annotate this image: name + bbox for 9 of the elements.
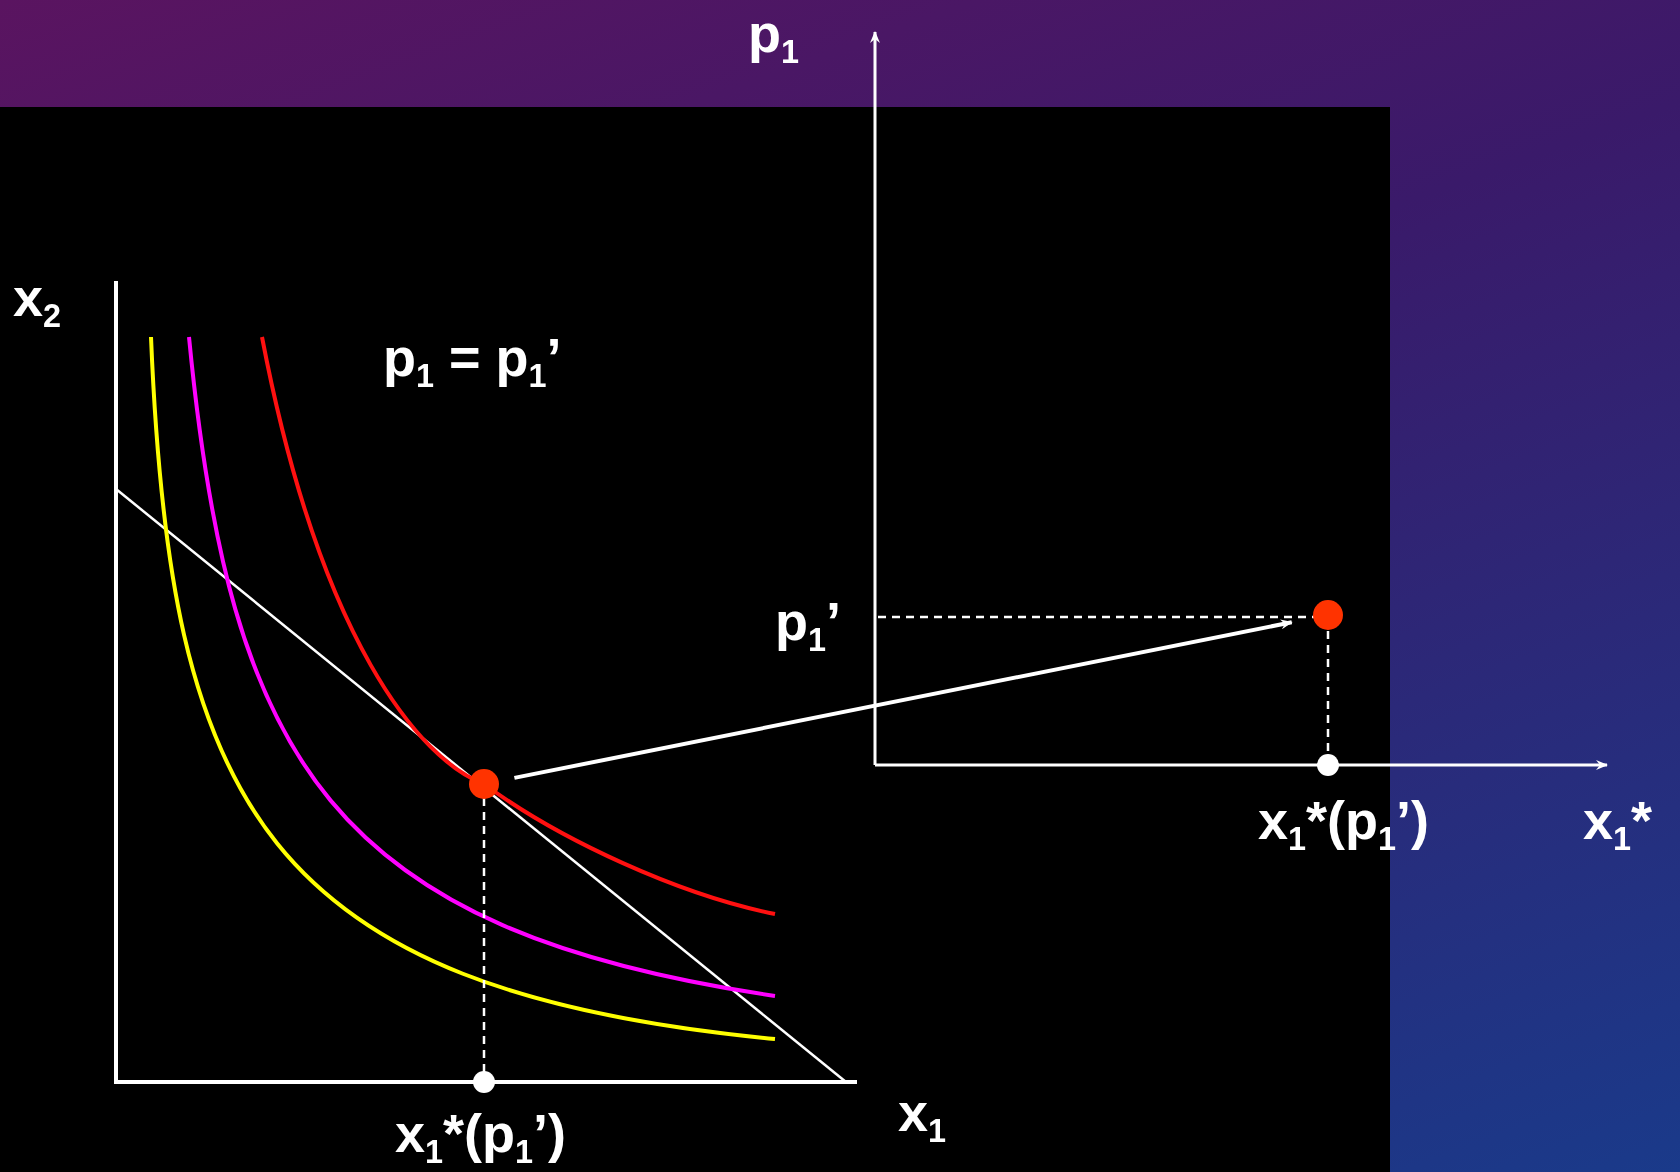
quantity-label: x$_{1}$*(p$_{1}$’) xyxy=(1258,793,1430,856)
price-label: p$_{1}$’ xyxy=(775,594,842,657)
axis-label: p$_{1}$ xyxy=(748,6,799,69)
arrow xyxy=(514,619,1293,780)
axis-label: x$_{1}$ xyxy=(898,1085,947,1148)
axis-label: x$_{1}$* xyxy=(1583,793,1653,856)
axis-label: x$_{2}$ xyxy=(13,270,62,333)
price-condition-label: p$_{1}$ = p$_{1}$’ xyxy=(383,330,562,393)
quantity-label: x$_{1}$*(p$_{1}$’) xyxy=(395,1106,567,1169)
